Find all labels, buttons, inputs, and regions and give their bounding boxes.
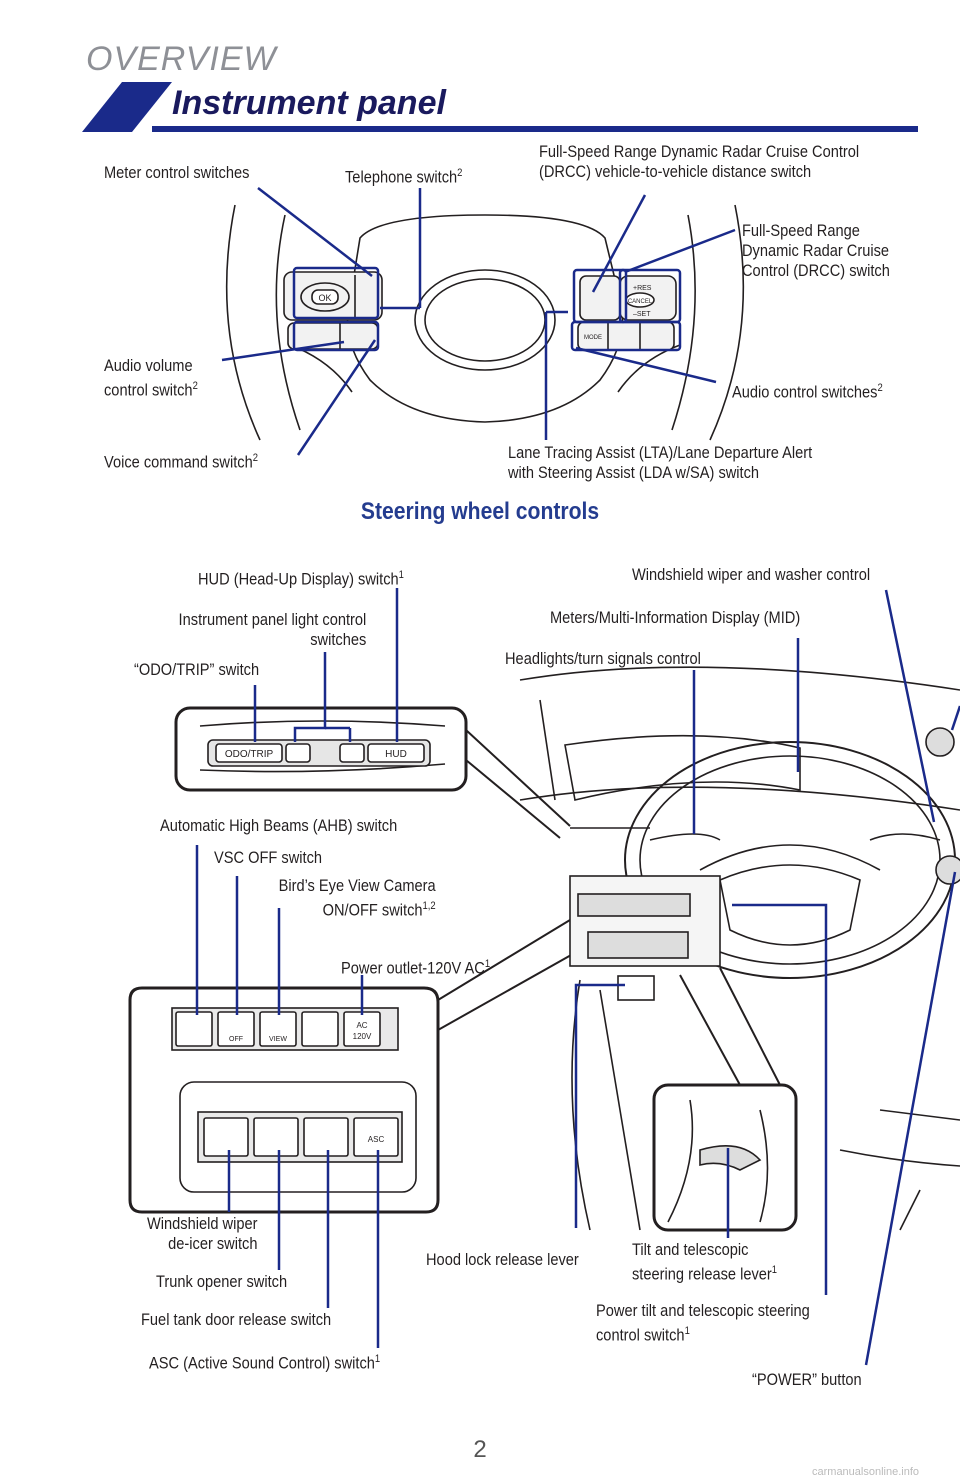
ac-key-label: AC — [356, 1021, 367, 1030]
section-title: OVERVIEW — [86, 40, 277, 78]
dashboard-illustration — [519, 666, 960, 1231]
fuel-door-switch-label: Fuel tank door release switch — [141, 1310, 332, 1329]
steering-highlights — [292, 266, 682, 352]
headlights-control-label: Headlights/turn signals control — [505, 649, 701, 668]
wiper-washer-control-label: Windshield wiper and washer control — [632, 565, 871, 584]
audio-control-switches-label: Audio control switches2 — [732, 382, 883, 402]
hud-switch-bubble — [174, 706, 571, 839]
page-heading: Instrument panel — [172, 84, 446, 122]
left-switch-cluster — [283, 271, 383, 350]
set-button-label: –SET — [633, 311, 651, 318]
power-button-label: “POWER” button — [752, 1370, 862, 1389]
voice-command-switch-label: Voice command switch2 — [104, 452, 258, 472]
hud-key-label: HUD — [385, 749, 407, 760]
cancel-button-label: CANCEL — [628, 299, 653, 305]
page-number: 2 — [473, 1436, 487, 1463]
lower-switch-bubble — [128, 919, 581, 1214]
odo-trip-key-label: ODO/TRIP — [225, 749, 274, 760]
power-outlet-label: Power outlet-120V AC1 — [341, 958, 491, 978]
steering-callout-lines — [221, 187, 736, 456]
meter-control-switches-label: Meter control switches — [104, 163, 250, 182]
meters-mid-label: Meters/Multi-Information Display (MID) — [550, 608, 801, 627]
vsc-off-switch-label: VSC OFF switch — [214, 848, 323, 867]
right-switch-cluster — [577, 275, 677, 351]
ok-button-label: OK — [318, 293, 331, 303]
mode-button-label: MODE — [584, 335, 602, 341]
vsc-off-key-label: OFF — [229, 1036, 243, 1043]
column-bubble — [652, 967, 798, 1232]
lta-switch-label: Lane Tracing Assist (LTA)/Lane Departure… — [508, 443, 813, 482]
hud-switch-label: HUD (Head-Up Display) switch1 — [198, 569, 404, 589]
ahb-switch-label: Automatic High Beams (AHB) switch — [160, 816, 398, 835]
telephone-switch-label: Telephone switch2 — [345, 167, 463, 187]
asc-switch-label: ASC (Active Sound Control) switch1 — [149, 1353, 381, 1373]
steering-wheel-controls-caption: Steering wheel controls — [360, 498, 600, 525]
header-bar — [82, 82, 918, 132]
trunk-opener-switch-label: Trunk opener switch — [156, 1272, 288, 1291]
hood-lock-lever-label: Hood lock release lever — [426, 1250, 579, 1269]
odo-trip-switch-label: “ODO/TRIP” switch — [134, 660, 260, 679]
120v-key-label: 120V — [353, 1032, 372, 1041]
view-key-label: VIEW — [269, 1036, 287, 1043]
dashboard-callout-lines — [195, 588, 960, 1366]
res-button-label: +RES — [633, 285, 652, 292]
drcc-distance-switch-label: Full-Speed Range Dynamic Radar Cruise Co… — [539, 142, 860, 181]
asc-key-label: ASC — [368, 1135, 385, 1144]
watermark: carmanualsonline.info — [812, 1466, 920, 1478]
